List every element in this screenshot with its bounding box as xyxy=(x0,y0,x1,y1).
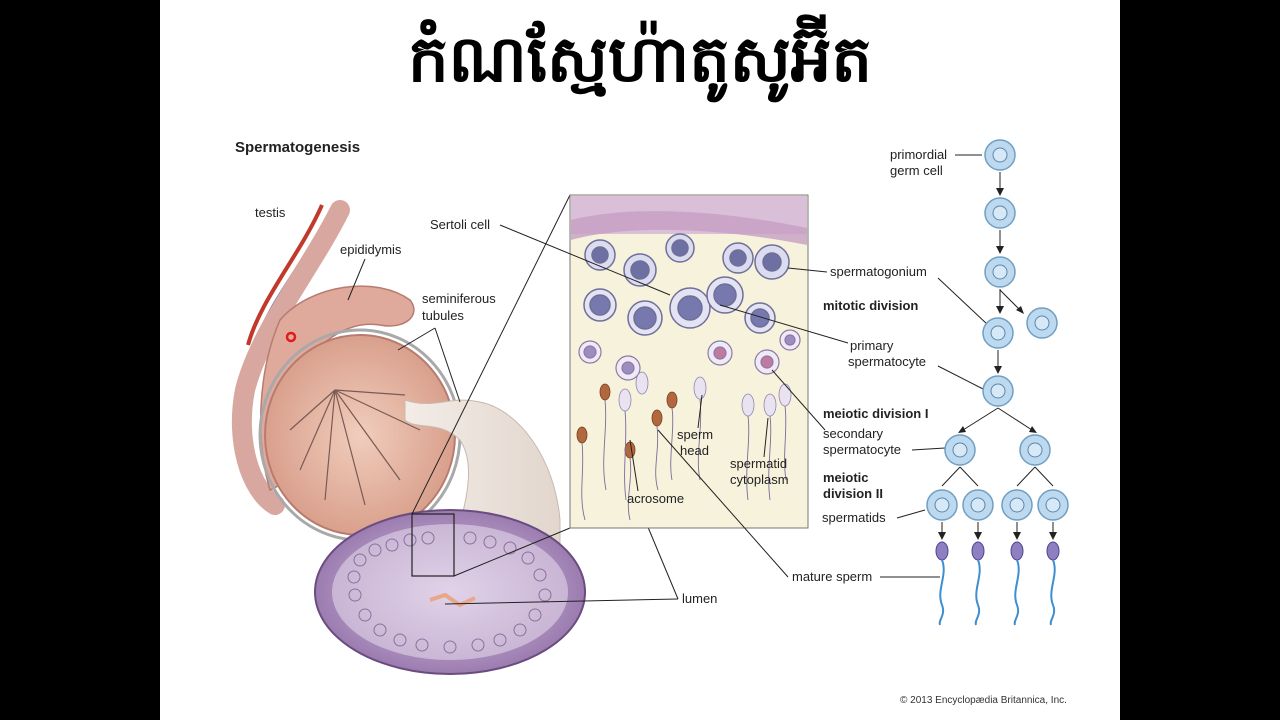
label-primary-spermatocyte-2: spermatocyte xyxy=(848,354,926,369)
mature-sperm-1 xyxy=(935,541,949,626)
vas-deferens xyxy=(231,200,350,515)
slide: កំណស្មែហ៉ាតូសូអ៊ីត Spermatogenesis xyxy=(160,0,1120,720)
cell-spermatid-2 xyxy=(962,489,994,521)
label-sperm-head-1: sperm xyxy=(677,427,713,442)
label-meiotic-division-2a: meiotic xyxy=(823,470,869,485)
label-spermatid-cytoplasm-1: spermatid xyxy=(730,456,787,471)
label-seminiferous-2: tubules xyxy=(422,308,464,323)
spermatogenesis-diagram: Spermatogenesis xyxy=(231,139,1069,706)
label-secondary-spermatocyte-2: spermatocyte xyxy=(823,442,901,457)
cell-spermatid-1 xyxy=(926,489,958,521)
figure-title: Spermatogenesis xyxy=(235,139,360,156)
marker-dot xyxy=(285,331,297,343)
slide-title: កំណស្មែហ៉ាតូសូអ៊ីត xyxy=(407,23,873,97)
detail-selection-box xyxy=(411,513,455,577)
cell-primary-spermatocyte xyxy=(982,375,1014,407)
label-spermatogonium: spermatogonium xyxy=(830,264,927,279)
cell-secondary-right xyxy=(1019,434,1051,466)
mature-sperm-2 xyxy=(971,541,985,626)
cell-stage-2 xyxy=(984,197,1016,229)
anatomy-illustration xyxy=(231,194,586,675)
label-mature-sperm: mature sperm xyxy=(792,569,872,584)
label-primordial-2: germ cell xyxy=(890,163,943,178)
copyright: © 2013 Encyclopædia Britannica, Inc. xyxy=(900,695,1067,706)
zoom-line xyxy=(453,527,571,577)
testis-septa xyxy=(289,389,421,506)
tubule-lumen xyxy=(429,592,476,608)
label-primordial-1: primordial xyxy=(890,147,947,162)
secondary-spermatocyte-cells xyxy=(578,329,801,381)
detail-panel xyxy=(569,194,809,529)
label-meiotic-division-1: meiotic division I xyxy=(823,406,928,421)
label-spermatid-cytoplasm-2: cytoplasm xyxy=(730,472,789,487)
tubule-cells xyxy=(347,531,552,654)
label-secondary-spermatocyte-1: secondary xyxy=(823,426,883,441)
cell-spermatid-4 xyxy=(1037,489,1069,521)
cell-spermatid-3 xyxy=(1001,489,1033,521)
cell-secondary-left xyxy=(944,434,976,466)
testis xyxy=(264,334,456,536)
spermatids-detail xyxy=(576,371,792,521)
cell-mitotic-left xyxy=(982,317,1014,349)
cell-spermatogonium xyxy=(984,256,1016,288)
stage-flowchart xyxy=(926,139,1069,626)
label-sertoli-cell: Sertoli cell xyxy=(430,217,490,232)
label-sperm-head-2: head xyxy=(680,443,709,458)
vessel xyxy=(246,204,324,346)
cell-primordial xyxy=(984,139,1016,171)
label-seminiferous-1: seminiferous xyxy=(422,291,496,306)
label-meiotic-division-2b: division II xyxy=(823,486,883,501)
primary-spermatocyte-cells xyxy=(583,276,776,336)
label-acrosome: acrosome xyxy=(627,491,684,506)
label-mitotic-division: mitotic division xyxy=(823,298,918,313)
tubule-inner xyxy=(332,524,568,660)
label-lumen: lumen xyxy=(682,591,717,606)
label-spermatids: spermatids xyxy=(822,510,886,525)
seminiferous-tubule-wall xyxy=(404,399,561,561)
spermatogonia-cells xyxy=(584,233,790,287)
label-primary-spermatocyte-1: primary xyxy=(850,338,894,353)
label-testis: testis xyxy=(255,205,286,220)
cell-mitotic-right xyxy=(1026,307,1058,339)
zoom-line xyxy=(411,194,571,515)
mature-sperm-4 xyxy=(1046,541,1060,626)
label-epididymis: epididymis xyxy=(340,242,402,257)
mature-sperm-3 xyxy=(1010,541,1024,626)
